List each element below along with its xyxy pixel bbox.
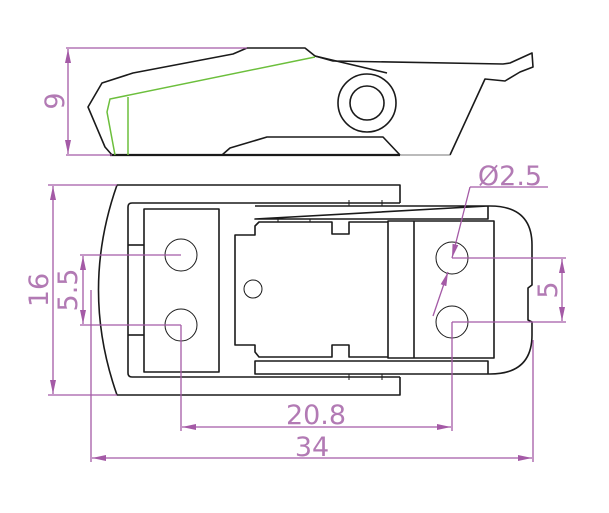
dim-text-9: 9	[40, 92, 71, 109]
base-bump	[221, 136, 401, 156]
lever-inner-edge	[314, 55, 388, 74]
top-view	[97, 184, 533, 396]
dim-text-20-8: 20.8	[286, 400, 346, 431]
pivot-inner	[349, 85, 385, 121]
inner-frame	[127, 202, 400, 378]
dim-text-5-5: 5.5	[53, 269, 84, 312]
hidden-edge	[106, 56, 316, 156]
base-outline	[97, 184, 401, 396]
right-block	[387, 220, 495, 359]
pivot-outer	[337, 73, 397, 133]
dim-text-34: 34	[295, 432, 329, 463]
dim-text-16: 16	[24, 273, 55, 307]
center-slider	[234, 221, 388, 358]
side-view: 9	[40, 47, 534, 157]
slide-cap	[254, 205, 533, 375]
dimensions: 16 5.5 5 20.8 34 Ø2.5	[24, 161, 566, 463]
lever-outline	[87, 47, 534, 156]
leader-line	[432, 271, 449, 317]
rivet	[243, 279, 263, 299]
dim-text-5: 5	[533, 281, 564, 298]
dim-text-diameter: Ø2.5	[478, 161, 542, 192]
leader-line	[451, 186, 471, 259]
